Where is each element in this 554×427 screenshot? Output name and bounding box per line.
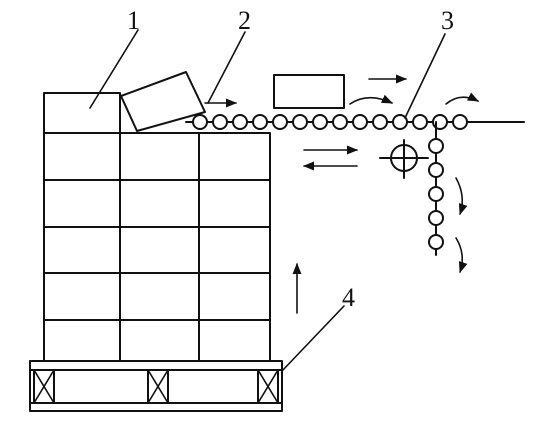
pusher-crosshair bbox=[379, 139, 429, 179]
label-3: 3 bbox=[441, 6, 454, 35]
vertical-roller bbox=[428, 138, 444, 154]
roller bbox=[192, 114, 208, 130]
label-4: 4 bbox=[342, 283, 355, 312]
roller bbox=[452, 114, 468, 130]
leader-3 bbox=[404, 33, 446, 119]
motion-arrows bbox=[204, 74, 480, 314]
pallet-block-left bbox=[33, 369, 55, 404]
vertical-roller bbox=[428, 186, 444, 202]
roller bbox=[352, 114, 368, 130]
roller bbox=[232, 114, 248, 130]
roller bbox=[272, 114, 288, 130]
pallet-base bbox=[29, 360, 283, 412]
arrow-curve-1 bbox=[349, 94, 394, 105]
vertical-roller-conveyor bbox=[428, 121, 444, 256]
vertical-roller bbox=[428, 234, 444, 250]
leader-lines bbox=[89, 29, 446, 372]
roller bbox=[332, 114, 348, 130]
leader-4 bbox=[281, 305, 345, 372]
roller bbox=[392, 114, 408, 130]
arrow-curve-down-2 bbox=[455, 237, 468, 274]
roller bbox=[312, 114, 328, 130]
stack-outline bbox=[43, 132, 271, 362]
roller bbox=[372, 114, 388, 130]
pallet-block-right bbox=[257, 369, 279, 404]
pallet-block-middle bbox=[147, 369, 169, 404]
tilted-box bbox=[120, 71, 206, 132]
vertical-rollers bbox=[428, 138, 444, 250]
label-2: 2 bbox=[238, 6, 251, 35]
leader-1 bbox=[89, 29, 139, 109]
vertical-roller bbox=[428, 210, 444, 226]
arrow-curve-2 bbox=[445, 92, 480, 105]
leader-2 bbox=[207, 31, 246, 104]
top-box bbox=[43, 92, 121, 134]
horizontal-roller-conveyor bbox=[185, 114, 525, 130]
roller bbox=[292, 114, 308, 130]
vertical-roller bbox=[428, 162, 444, 178]
roller bbox=[212, 114, 228, 130]
pallet-frame bbox=[29, 360, 283, 412]
pallet-stack bbox=[43, 92, 271, 362]
arrow-curve-down-1 bbox=[455, 177, 468, 216]
horizontal-rollers bbox=[192, 114, 468, 130]
label-1: 1 bbox=[127, 6, 140, 35]
roller bbox=[412, 114, 428, 130]
conveyed-box bbox=[273, 74, 345, 109]
roller bbox=[252, 114, 268, 130]
